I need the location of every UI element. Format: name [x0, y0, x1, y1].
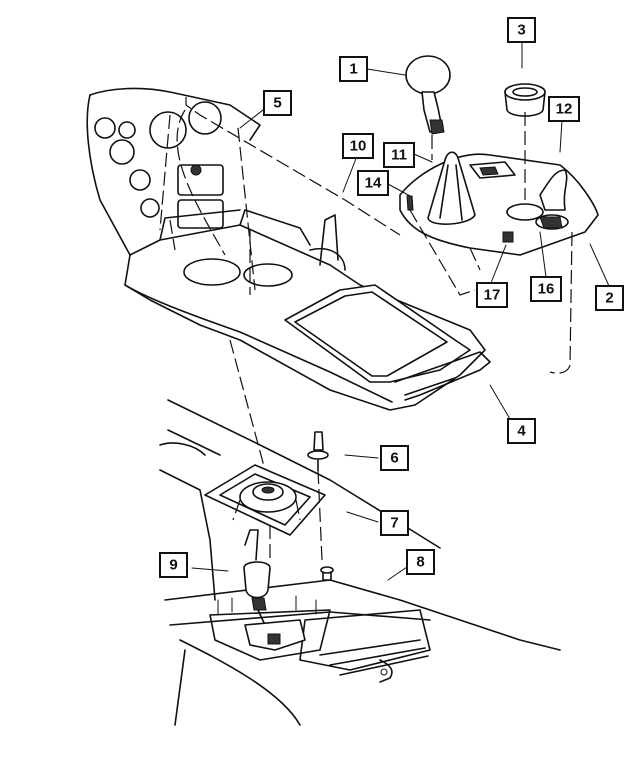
- svg-text:3: 3: [517, 22, 525, 39]
- svg-text:12: 12: [556, 101, 573, 118]
- shift-boot: [427, 151, 476, 225]
- svg-text:4: 4: [517, 423, 526, 440]
- callout-12: 12: [548, 96, 580, 122]
- callout-7: 7: [380, 510, 409, 536]
- svg-text:11: 11: [391, 147, 407, 164]
- svg-text:5: 5: [273, 95, 281, 112]
- shifter-assembly: [217, 529, 317, 651]
- callout-6: 6: [380, 445, 409, 471]
- fastener-17: [502, 231, 514, 243]
- callout-1: 1: [339, 56, 368, 82]
- callout-11: 11: [383, 142, 415, 168]
- callout-10: 10: [342, 133, 374, 159]
- svg-text:17: 17: [484, 287, 501, 304]
- svg-text:14: 14: [365, 175, 382, 192]
- svg-text:16: 16: [538, 281, 555, 298]
- floor-tunnel: [159, 399, 561, 726]
- armrest-lid: [284, 284, 491, 401]
- svg-text:9: 9: [169, 557, 177, 574]
- assembly-guides: [159, 97, 573, 561]
- svg-text:10: 10: [350, 138, 367, 155]
- callout-9: 9: [159, 552, 188, 578]
- shift-knob: [405, 55, 451, 135]
- callout-3: 3: [507, 17, 536, 43]
- callout-5: 5: [263, 90, 292, 116]
- fastener-6: [307, 431, 329, 471]
- bolt-8: [320, 566, 334, 581]
- fastener-14: [406, 195, 414, 211]
- svg-text:8: 8: [416, 554, 424, 571]
- shifter-bezel: [399, 153, 599, 256]
- callout-14: 14: [357, 170, 389, 196]
- svg-text:1: 1: [349, 61, 357, 78]
- callout-4: 4: [507, 418, 536, 444]
- svg-text:7: 7: [390, 515, 398, 532]
- svg-text:6: 6: [390, 450, 398, 467]
- cupholder-cap: [504, 83, 546, 117]
- callout-16: 16: [530, 276, 562, 302]
- shifter-boot-plate: [204, 464, 326, 536]
- instrument-panel: [86, 87, 261, 256]
- svg-text:2: 2: [605, 290, 613, 307]
- callout-2: 2: [595, 285, 624, 311]
- callout-17: 17: [476, 282, 508, 308]
- callout-8: 8: [406, 549, 435, 575]
